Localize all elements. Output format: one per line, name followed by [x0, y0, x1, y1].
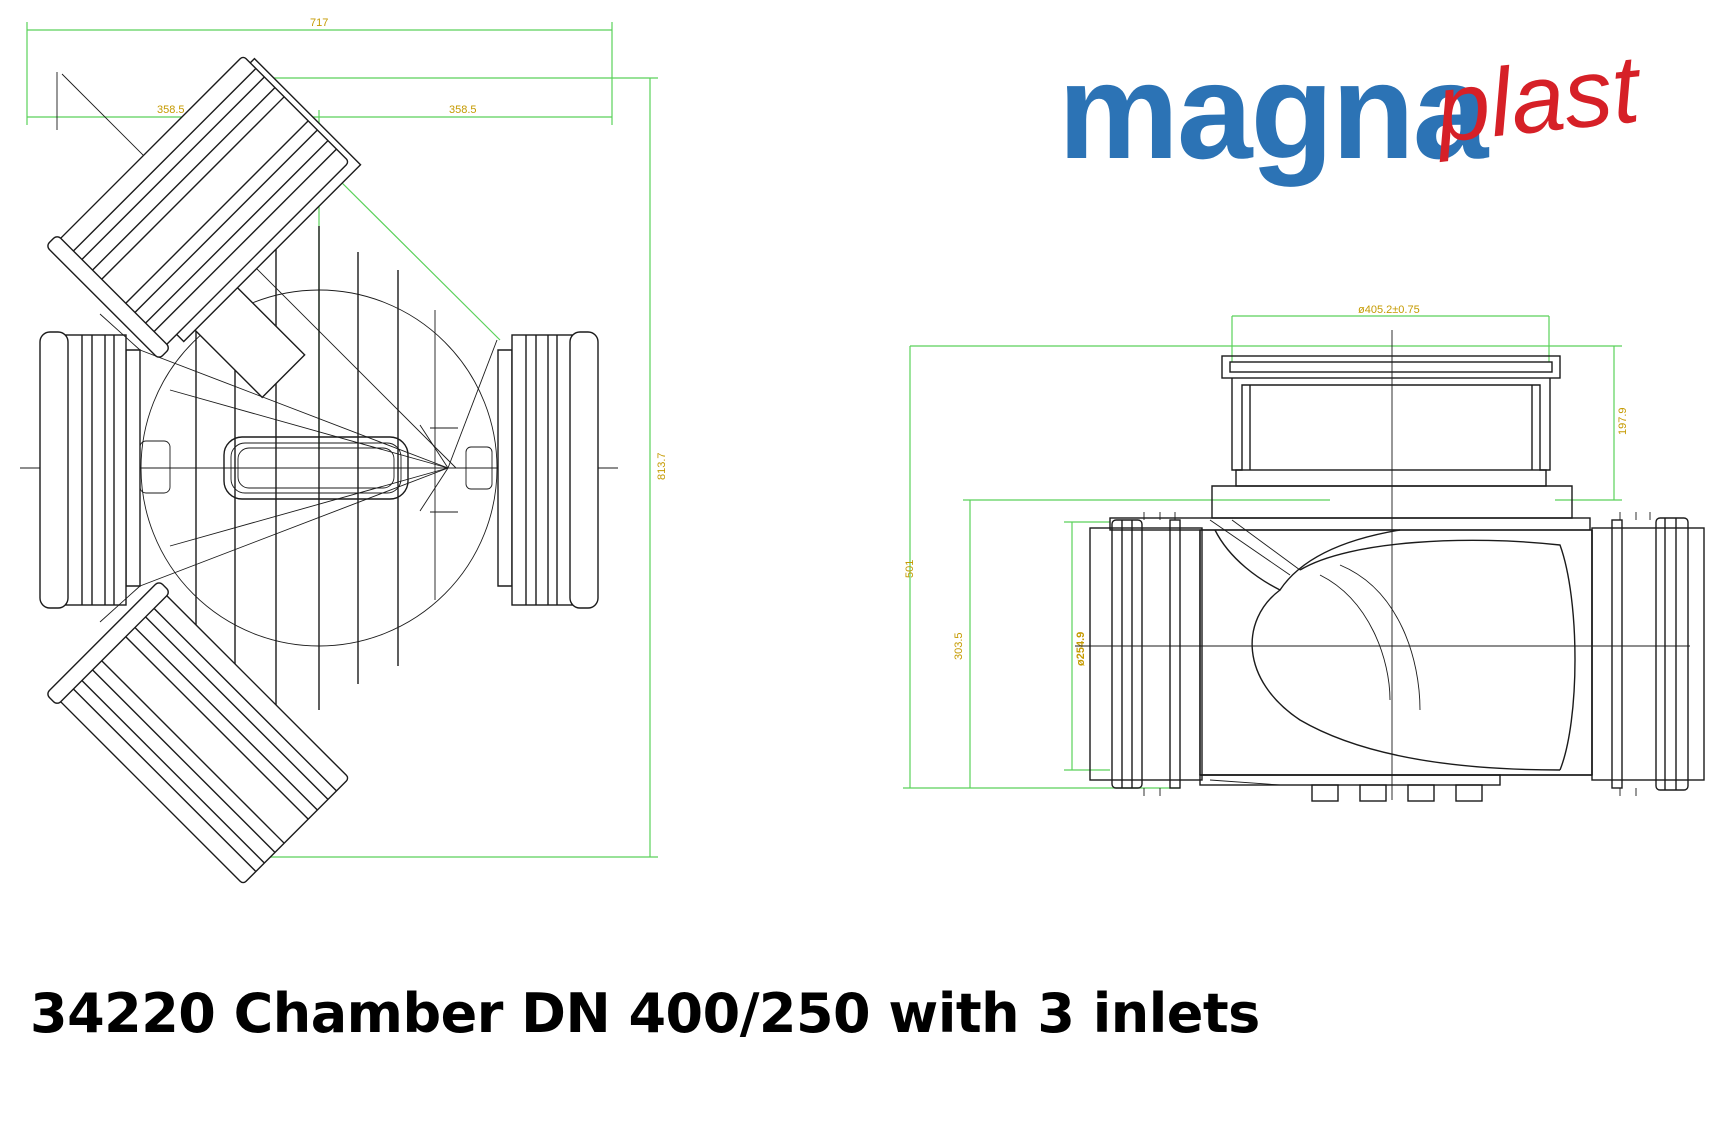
dim-half-right: 358.5: [449, 104, 477, 116]
dim-pipe-diameter: ø254.9: [1075, 632, 1087, 666]
base-feet: [1199, 774, 1501, 802]
dim-total-height: 501: [904, 560, 916, 578]
dim-overall-height: 813.7: [656, 452, 668, 480]
dim-overall-width: 717: [310, 17, 328, 29]
flow-guides: [139, 339, 498, 587]
left-inlet: [39, 331, 141, 609]
side-left-inlet: [1089, 519, 1203, 789]
drawing-caption: 34220 Chamber DN 400/250 with 3 inlets: [30, 982, 1260, 1045]
side-view-dimension-lines: [903, 315, 1622, 789]
lower-left-inlet: [47, 582, 349, 884]
logo-plast-text: plast: [1428, 35, 1647, 163]
upper-left-inlet: [47, 56, 362, 399]
top-view-drawing: 717 358.5 358.5 813.7: [20, 17, 668, 884]
right-outlet: [497, 331, 599, 609]
logo-magna-text: magna: [1058, 35, 1490, 187]
dim-half-left: 358.5: [157, 104, 185, 116]
dim-axis-height: 303.5: [953, 632, 965, 660]
socket-ticks: [1143, 512, 1651, 796]
central-slot: [223, 436, 409, 500]
side-right-outlet: [1591, 517, 1705, 791]
right-window: [465, 446, 493, 490]
dim-riser-diameter: ø405.2±0.75: [1358, 304, 1420, 316]
magnaplast-logo: magna plast: [1058, 35, 1647, 187]
side-view-drawing: ø405.2±0.75 197.9 501 303.5 ø254.9: [903, 304, 1705, 802]
left-window: [139, 440, 171, 494]
base-ribs: [195, 206, 436, 730]
dim-riser-height: 197.9: [1617, 407, 1629, 435]
chamber-body: [1109, 517, 1593, 776]
